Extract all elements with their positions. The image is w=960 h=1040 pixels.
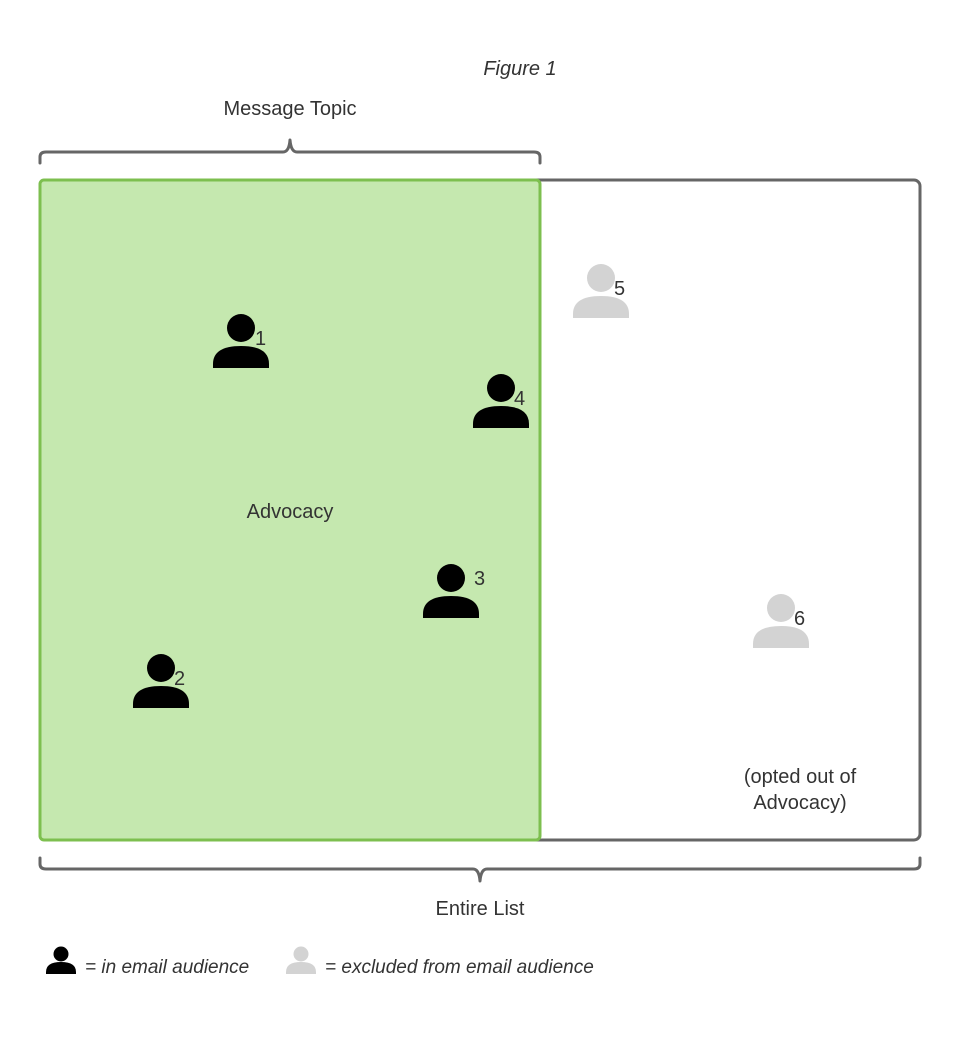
person-3: 3 [423,564,485,618]
message-topic-brace [38,138,542,165]
figure-title: Figure 1 [483,58,556,80]
legend-included: = in email audience [46,946,249,978]
legend-excluded: = excluded from email audience [286,946,594,978]
person-1: 1 [213,314,269,368]
opted-out-note-line-1: (opted out of [744,766,857,788]
opted-out-note-line-2: Advocacy) [753,792,846,814]
legend-excluded-text: = excluded from email audience [325,957,594,978]
person-icon [286,946,316,974]
person-6: 6 [753,594,809,648]
legend: = in email audience = excluded from emai… [46,946,594,978]
person-number: 6 [794,608,805,630]
person-icon [423,564,479,618]
person-icon [753,594,809,648]
person-number: 1 [255,328,266,350]
message-topic-label: Message Topic [223,98,356,120]
legend-included-text: = in email audience [85,957,249,978]
person-number: 3 [474,568,485,590]
entire-list-brace [38,856,922,883]
person-icon [213,314,269,368]
person-icon [573,264,629,318]
entire-list-label: Entire List [436,898,525,920]
person-icon [473,374,529,428]
person-icon [133,654,189,708]
person-5: 5 [573,264,629,318]
person-4: 4 [473,374,529,428]
person-number: 4 [514,388,525,410]
person-icon [46,946,76,974]
advocacy-label: Advocacy [247,501,334,523]
person-number: 2 [174,668,185,690]
person-2: 2 [133,654,189,708]
person-number: 5 [614,278,625,300]
